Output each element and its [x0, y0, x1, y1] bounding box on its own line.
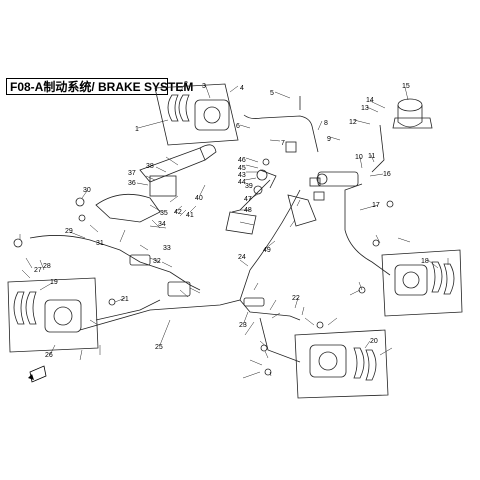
- callout-label: 35: [160, 210, 168, 217]
- callout-label: 21: [121, 296, 129, 303]
- callout-label: 22: [292, 295, 300, 302]
- callout-label: 18: [421, 258, 429, 265]
- brake-line: [259, 317, 301, 363]
- callout-label: 42: [174, 209, 182, 216]
- brake-line: [249, 189, 301, 271]
- callout-label: 9: [327, 136, 331, 143]
- brake-pad: [431, 261, 443, 293]
- brake-pad: [353, 347, 365, 379]
- brake-pad: [25, 291, 37, 325]
- caliper-body: [394, 264, 428, 296]
- brake-pad: [178, 94, 190, 122]
- diagram-title: F08-A制动系统/ BRAKE SYSTEM: [6, 78, 193, 95]
- rear-left-caliper-group: [294, 329, 389, 399]
- caliper-body: [194, 99, 230, 131]
- caliper-body: [309, 344, 347, 378]
- callout-label: 8: [324, 120, 328, 127]
- callout-label: 25: [155, 344, 163, 351]
- callout-label: 44: [238, 179, 246, 186]
- caliper-body: [44, 299, 82, 333]
- callout-label: 2: [184, 81, 188, 88]
- callout-label: 1: [135, 126, 139, 133]
- callout-label: 23: [239, 322, 247, 329]
- brake-pad: [167, 94, 179, 122]
- brake-pad: [443, 263, 455, 295]
- callout-label: 12: [349, 119, 357, 126]
- brake-line: [371, 124, 385, 173]
- master-cylinder: [317, 171, 359, 187]
- parking-brake-cable: [29, 235, 171, 273]
- callout-label: 27: [34, 267, 42, 274]
- callout-label: 10: [355, 154, 363, 161]
- front-right-caliper-group: [7, 277, 99, 353]
- callout-label: 5: [270, 90, 274, 97]
- callout-label: 45: [238, 165, 246, 172]
- callout-label: 29: [65, 228, 73, 235]
- callout-label: 38: [146, 163, 154, 170]
- callout-label: 20: [370, 338, 378, 345]
- front-arrow-icon: [28, 365, 47, 383]
- callout-label: 7: [281, 140, 285, 147]
- brake-line: [344, 183, 391, 276]
- callout-label: 37: [128, 170, 136, 177]
- callout-label: 24: [238, 254, 246, 261]
- callout-label: 28: [43, 263, 51, 270]
- callout-label: 11: [368, 153, 375, 160]
- callout-label: 49: [263, 247, 271, 254]
- callout-label: 4: [240, 85, 244, 92]
- callout-label: 19: [50, 279, 58, 286]
- callout-label: 16: [383, 171, 391, 178]
- front-left-caliper-group: [154, 83, 239, 146]
- callout-label: 26: [45, 352, 53, 359]
- callout-label: 48: [244, 207, 252, 214]
- callout-label: 34: [158, 221, 166, 228]
- brake-line: [95, 299, 161, 321]
- callout-label: 30: [83, 187, 91, 194]
- callout-label: 39: [245, 183, 253, 190]
- callout-label: 6: [236, 123, 240, 130]
- brake-line: [243, 114, 319, 153]
- callout-label: 14: [366, 97, 374, 104]
- callout-label: 47: [244, 196, 252, 203]
- callouts: 1 2 3 4 5 6 7 8 9 10 11 12 13 14 15 16 1…: [34, 81, 429, 359]
- callout-label: 33: [163, 245, 171, 252]
- callout-label: 31: [96, 240, 104, 247]
- callout-label: 15: [402, 83, 410, 90]
- reservoir-cap: [397, 98, 423, 112]
- parking-brake-cable: [169, 271, 201, 291]
- pedal-bracket: [95, 193, 161, 223]
- callout-label: 46: [238, 157, 246, 164]
- callout-label: 40: [195, 195, 203, 202]
- brake-pad: [13, 291, 25, 325]
- brake-pedal-pad: [225, 211, 257, 235]
- callout-label: 32: [153, 258, 161, 265]
- brake-pad: [365, 349, 377, 381]
- callout-label: 13: [361, 105, 369, 112]
- brake-line: [79, 269, 251, 331]
- callout-label: 41: [186, 212, 194, 219]
- callout-label: 17: [372, 202, 380, 209]
- callout-label: 3: [202, 83, 206, 90]
- callout-label: 43: [238, 172, 246, 179]
- callout-label: 36: [128, 180, 136, 187]
- rear-right-caliper-group: [381, 249, 463, 317]
